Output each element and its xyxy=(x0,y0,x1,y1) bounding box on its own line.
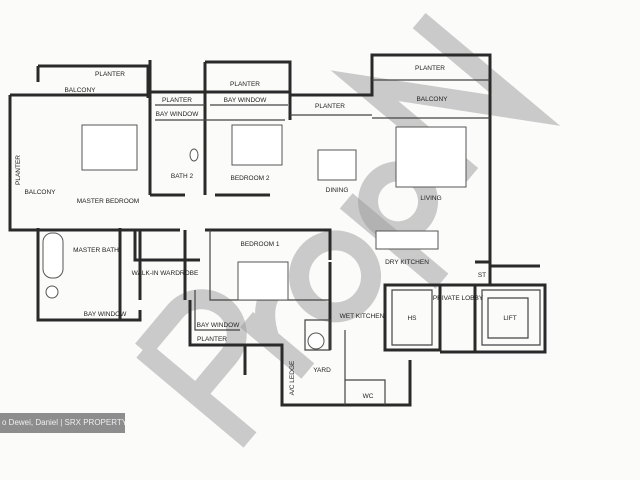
label-planter: PLANTER xyxy=(230,81,260,88)
bedroom2-bed-icon xyxy=(231,124,283,166)
label-bay-window: BAY WINDOW xyxy=(197,322,241,329)
label-balcony: BALCONY xyxy=(24,189,56,196)
label-private-lobby: PRIVATE LOBBY xyxy=(433,295,484,302)
label-balcony: BALCONY xyxy=(416,96,448,103)
sofa-icon xyxy=(395,126,467,188)
bathtub-icon xyxy=(42,232,64,279)
bedroom1-bed-icon xyxy=(237,261,289,301)
furniture xyxy=(42,124,467,350)
label-planter: PLANTER xyxy=(162,97,192,104)
dining-table-icon xyxy=(317,149,357,181)
label-bay-window: BAY WINDOW xyxy=(84,311,128,318)
label-planter: PLANTER xyxy=(415,65,445,72)
label-dining: DINING xyxy=(326,187,349,194)
label-store: ST xyxy=(478,272,486,279)
label-master-bath: MASTER BATH xyxy=(73,247,119,254)
label-planter: PLANTER xyxy=(197,336,227,343)
label-hs: HS xyxy=(407,315,417,322)
walls xyxy=(8,53,547,407)
label-bath2: BATH 2 xyxy=(171,173,194,180)
label-walkin-wardrobe: WALK-IN WARDROBE xyxy=(132,270,199,277)
label-bay-window: BAY WINDOW xyxy=(224,97,268,104)
label-bedroom2: BEDROOM 2 xyxy=(230,175,269,182)
toilet-icon xyxy=(45,285,59,299)
label-dry-kitchen: DRY KITCHEN xyxy=(385,259,429,266)
bath2-toilet-icon xyxy=(189,148,199,162)
dry-kitchen-counter-icon xyxy=(375,230,439,250)
label-planter: PLANTER xyxy=(95,71,125,78)
label-living: LIVING xyxy=(420,195,441,202)
label-ac-ledge: A/C LEDGE xyxy=(289,360,296,395)
label-planter: PLANTER xyxy=(315,103,345,110)
label-balcony: BALCONY xyxy=(64,87,96,94)
label-wet-kitchen: WET KITCHEN xyxy=(340,313,385,320)
label-bedroom1: BEDROOM 1 xyxy=(240,241,279,248)
washing-machine-icon xyxy=(307,332,325,350)
label-yard: YARD xyxy=(313,367,331,374)
room-labels: PLANTER BALCONY PLANTER BAY WINDOW PLANT… xyxy=(15,65,517,400)
label-master-bedroom: MASTER BEDROOM xyxy=(77,198,139,205)
label-lift: LIFT xyxy=(503,315,516,322)
label-planter: PLANTER xyxy=(15,155,22,185)
photo-credit: o Dewei, Daniel | SRX PROPERTY xyxy=(0,413,125,433)
label-bay-window: BAY WINDOW xyxy=(156,111,200,118)
label-wc: WC xyxy=(363,393,374,400)
master-bed-icon xyxy=(81,124,138,171)
